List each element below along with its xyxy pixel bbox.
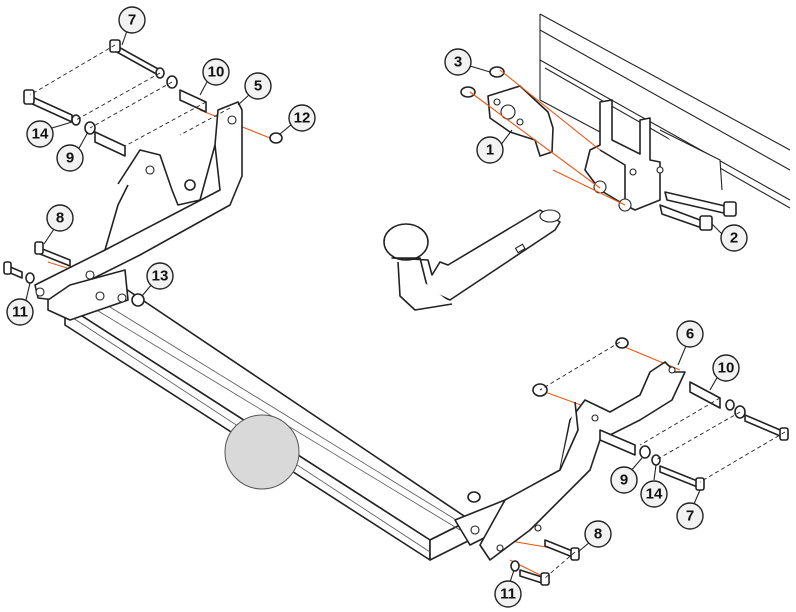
- callout-label: 7: [128, 12, 136, 29]
- right-side-bracket: [479, 361, 686, 561]
- callout-7-top: 7: [118, 6, 146, 46]
- left-side-bracket: [34, 101, 243, 301]
- callout-label: 10: [718, 360, 735, 377]
- callout-label: 8: [56, 210, 64, 227]
- dashed-assembly-lines: [29, 44, 786, 579]
- callout-10-top: 10: [199, 58, 230, 96]
- callout-14-right: 14: [640, 464, 668, 508]
- callout-label: 7: [686, 508, 694, 525]
- ball-hitch: [383, 209, 561, 311]
- callout-label: 10: [208, 64, 225, 81]
- callout-label: 14: [646, 486, 663, 503]
- vehicle-mounting-bracket: [584, 99, 664, 212]
- callout-10-right: 10: [709, 354, 740, 391]
- callout-label: 9: [66, 150, 74, 167]
- callout-9-top: 9: [56, 131, 89, 172]
- callout-5: 5: [237, 72, 272, 106]
- callout-11-left: 11: [6, 282, 34, 326]
- callout-label: 6: [686, 326, 694, 343]
- callout-label: 9: [620, 472, 628, 489]
- callout-8-right: 8: [577, 520, 612, 553]
- callout-3: 3: [444, 48, 491, 76]
- callout-8-left: 8: [43, 204, 74, 245]
- callout-label: 8: [594, 526, 602, 543]
- callout-label: 2: [730, 230, 738, 247]
- callout-label: 13: [152, 268, 169, 285]
- callout-13: 13: [141, 262, 174, 297]
- vehicle-body-lines: [539, 13, 791, 209]
- callout-14-top: 14: [26, 120, 73, 148]
- callout-11-right: 11: [494, 569, 522, 608]
- ball-cover: [224, 414, 300, 490]
- callout-12: 12: [279, 104, 316, 135]
- left-hardware: [3, 39, 283, 307]
- callout-label: 1: [486, 142, 494, 159]
- callout-label: 11: [500, 586, 516, 603]
- callout-2: 2: [711, 223, 748, 252]
- coupling-plate: [487, 85, 554, 157]
- callout-6: 6: [676, 320, 704, 366]
- callout-1: 1: [476, 129, 513, 164]
- bolts-group-2: [659, 191, 737, 231]
- callout-label: 12: [294, 110, 311, 127]
- callout-label: 14: [32, 126, 49, 143]
- nuts-group-3: [460, 66, 505, 98]
- right-hardware: [467, 337, 789, 586]
- callout-7-right: 7: [676, 489, 704, 530]
- callout-label: 5: [254, 78, 262, 95]
- callout-label: 3: [454, 54, 462, 71]
- callout-9-right: 9: [610, 457, 643, 494]
- callout-label: 11: [12, 304, 28, 321]
